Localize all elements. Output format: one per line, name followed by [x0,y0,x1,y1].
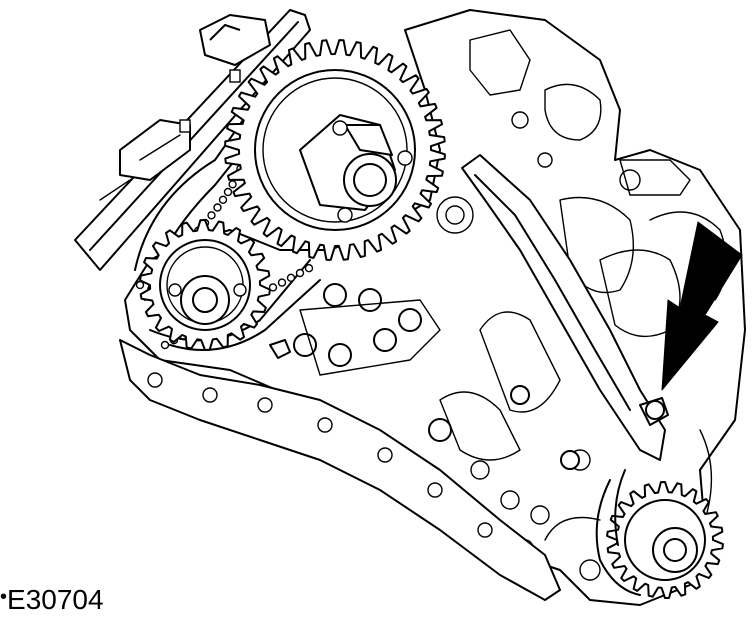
chain-link [277,278,287,287]
figure-id-label: •E30704 [0,584,104,615]
chain-link [228,180,237,189]
chain-link [160,340,170,350]
chain-link [213,203,222,212]
chain-tensioner-guide [461,154,669,461]
chain-link [223,187,233,197]
chain-link [286,273,296,282]
chain-link [268,283,278,292]
arrow-down-left-icon [661,221,743,391]
front-cover-flange [119,339,561,601]
figure-id-text: E30704 [7,584,104,615]
chain-link [207,211,216,220]
chain-link [295,268,305,278]
mid-bolts [269,283,580,470]
chain-link [135,280,145,290]
camshaft-sprocket [224,39,446,261]
chain-link [304,264,314,273]
cylinder-head [74,9,311,271]
chain-link [218,195,228,205]
intermediate-sprocket [139,219,271,351]
